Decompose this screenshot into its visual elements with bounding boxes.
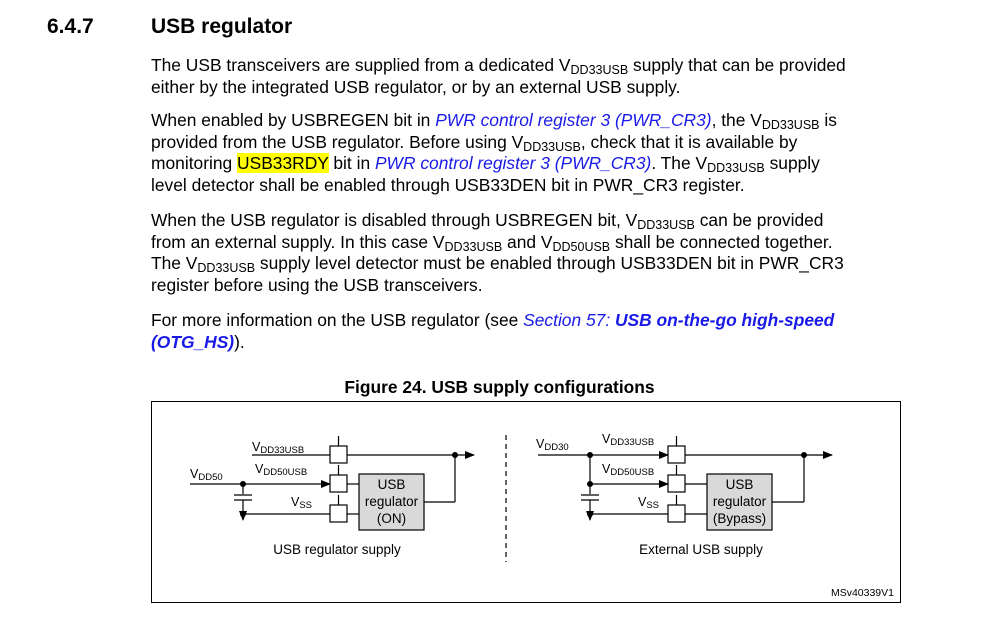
right-circuit [538, 436, 833, 531]
highlighted-term: USB33RDY [237, 153, 329, 173]
right-pin-vdd50usb [667, 474, 686, 493]
paragraph-3: When the USB regulator is disabled throu… [151, 210, 844, 295]
svg-text:USB: USB [726, 477, 754, 492]
figure-caption: Figure 24. USB supply configurations [344, 377, 655, 397]
left-pin-vdd33usb [329, 445, 348, 464]
svg-text:VDD33USB: VDD33USB [602, 432, 654, 448]
svg-text:USB: USB [378, 477, 406, 492]
figure-frame: VDD33USB VDD50USB VDD50 VSS USB regulato… [151, 401, 901, 603]
right-caption: External USB supply [639, 542, 763, 557]
svg-text:VDD50USB: VDD50USB [602, 462, 654, 478]
right-junctions [587, 452, 807, 517]
pwr-cr3-link-2[interactable]: PWR control register 3 (PWR_CR3) [374, 153, 652, 173]
svg-text:VDD50USB: VDD50USB [255, 462, 307, 478]
paragraph-1: The USB transceivers are supplied from a… [151, 55, 846, 97]
svg-text:VDD30: VDD30 [536, 437, 569, 453]
svg-text:VSS: VSS [638, 495, 659, 511]
otg-hs-link-cont[interactable]: (OTG_HS) [151, 331, 235, 352]
figure-ref-code: MSv40339V1 [831, 587, 894, 599]
left-circuit [190, 436, 475, 531]
pwr-cr3-link-1[interactable]: PWR control register 3 (PWR_CR3) [435, 110, 712, 130]
paragraph-2: When enabled by USBREGEN bit in PWR cont… [151, 110, 837, 195]
left-labels: VDD33USB VDD50USB VDD50 VSS USB regulato… [190, 440, 419, 557]
left-regulator-block [358, 473, 425, 531]
svg-text:(ON): (ON) [377, 511, 406, 526]
section-title: USB regulator [151, 15, 293, 38]
svg-text:VSS: VSS [291, 495, 312, 511]
svg-text:regulator: regulator [365, 494, 419, 509]
section-57-link[interactable]: Section 57: [523, 310, 615, 330]
paragraph-4: For more information on the USB regulato… [151, 310, 835, 352]
right-pin-vdd33usb [667, 445, 686, 464]
otg-hs-link[interactable]: USB on-the-go high-speed [615, 310, 835, 330]
right-regulator-block [706, 473, 773, 531]
left-caption: USB regulator supply [273, 542, 401, 557]
svg-text:VDD50: VDD50 [190, 467, 223, 483]
svg-text:VDD33USB: VDD33USB [252, 440, 304, 456]
right-pin-vss [667, 504, 686, 523]
svg-text:regulator: regulator [713, 494, 767, 509]
left-pin-vss [329, 504, 348, 523]
left-pin-vdd50usb [329, 474, 348, 493]
left-junctions [240, 452, 458, 517]
svg-text:(Bypass): (Bypass) [713, 511, 766, 526]
usb-supply-diagram: VDD33USB VDD50USB VDD50 VSS USB regulato… [190, 432, 894, 599]
right-labels: VDD30 VDD33USB VDD50USB VSS USB regulato… [536, 432, 767, 557]
section-number: 6.4.7 [47, 15, 94, 38]
